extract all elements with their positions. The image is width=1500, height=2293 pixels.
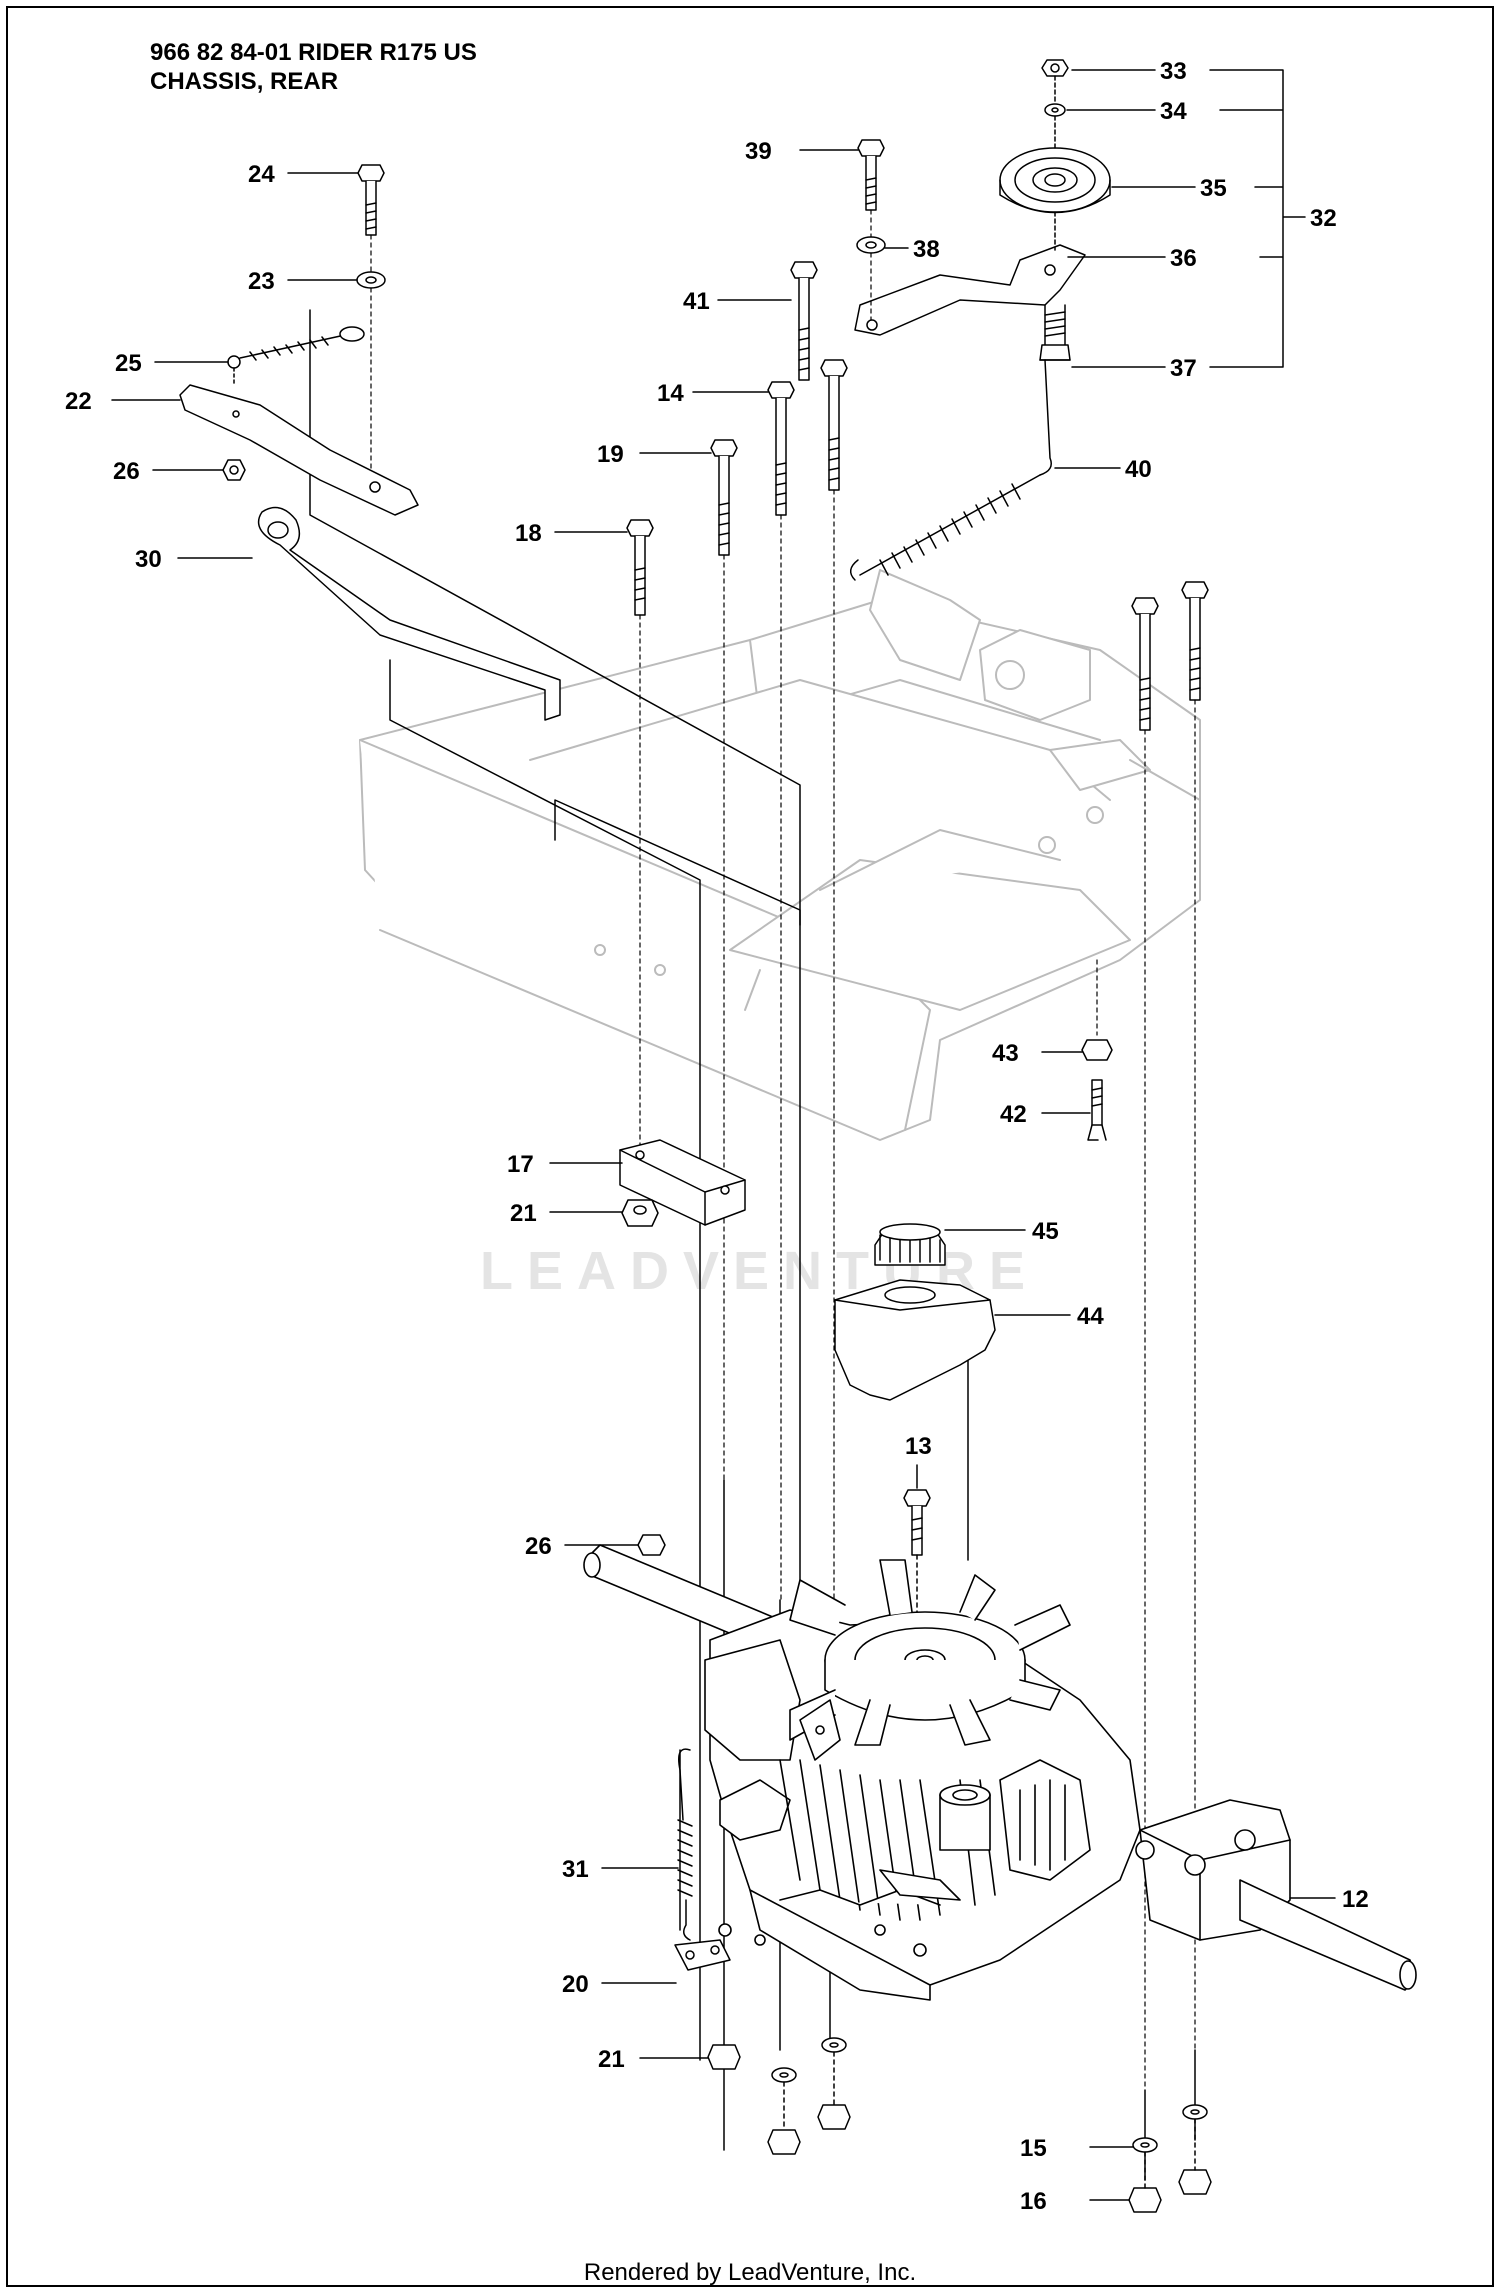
stud-42-nut-43 <box>1081 1039 1113 1141</box>
bottom-hardware <box>707 2037 1212 2213</box>
callout-20: 20 <box>562 1971 589 1998</box>
spring-40 <box>849 359 1052 581</box>
footer-credit: Rendered by LeadVenture, Inc. <box>583 2259 917 2286</box>
callout-15: 15 <box>1020 2135 1047 2162</box>
callout-32: 32 <box>1310 205 1337 232</box>
nut-26-lower <box>637 1534 666 1556</box>
callout-44: 44 <box>1077 1303 1104 1330</box>
callout-17: 17 <box>507 1151 534 1178</box>
callout-16: 16 <box>1020 2188 1047 2215</box>
callout-34: 34 <box>1160 98 1187 125</box>
diagram-frame <box>6 6 1494 2287</box>
expansion-tank <box>834 1223 996 1401</box>
callout-42: 42 <box>1000 1101 1027 1128</box>
linkage-parts <box>179 326 561 721</box>
section-title: CHASSIS, REAR <box>150 68 339 95</box>
spacer-bar-17 <box>619 1139 746 1227</box>
idler-pulley-assembly <box>854 59 1111 361</box>
callout-13: 13 <box>905 1433 932 1460</box>
spring-31 <box>677 1748 693 1941</box>
transaxle-assembly <box>583 1544 1417 2001</box>
assembly-lines <box>370 209 1196 2091</box>
callout-41: 41 <box>683 288 710 315</box>
bracket-20 <box>674 1939 731 1971</box>
model-line: 966 82 84-01 RIDER R175 US <box>150 39 477 66</box>
callout-22: 22 <box>65 388 92 415</box>
callout-36: 36 <box>1170 245 1197 272</box>
callout-12: 12 <box>1342 1886 1369 1913</box>
callout-25: 25 <box>115 350 142 377</box>
callout-labels: 33 34 35 32 36 37 39 38 41 14 19 40 24 2… <box>65 58 1369 2215</box>
callout-14: 14 <box>657 380 684 407</box>
callout-39: 39 <box>745 138 772 165</box>
callout-26-lower: 26 <box>525 1533 552 1560</box>
callout-38: 38 <box>913 236 940 263</box>
callout-30: 30 <box>135 546 162 573</box>
callout-leaders <box>111 69 1336 2201</box>
callout-37: 37 <box>1170 355 1197 382</box>
callout-19: 19 <box>597 441 624 468</box>
callout-40: 40 <box>1125 456 1152 483</box>
callout-45: 45 <box>1032 1218 1059 1245</box>
callout-26-upper: 26 <box>113 458 140 485</box>
diagram-header: 966 82 84-01 RIDER R175 US CHASSIS, REAR <box>150 38 477 96</box>
callout-18: 18 <box>515 520 542 547</box>
callout-23: 23 <box>248 268 275 295</box>
callout-21-lower: 21 <box>598 2046 625 2073</box>
callout-21-upper: 21 <box>510 1200 537 1227</box>
callout-31: 31 <box>562 1856 589 1883</box>
chassis-frame <box>359 569 1201 1141</box>
callout-43: 43 <box>992 1040 1019 1067</box>
callout-33: 33 <box>1160 58 1187 85</box>
callout-35: 35 <box>1200 175 1227 202</box>
callout-24: 24 <box>248 161 275 188</box>
